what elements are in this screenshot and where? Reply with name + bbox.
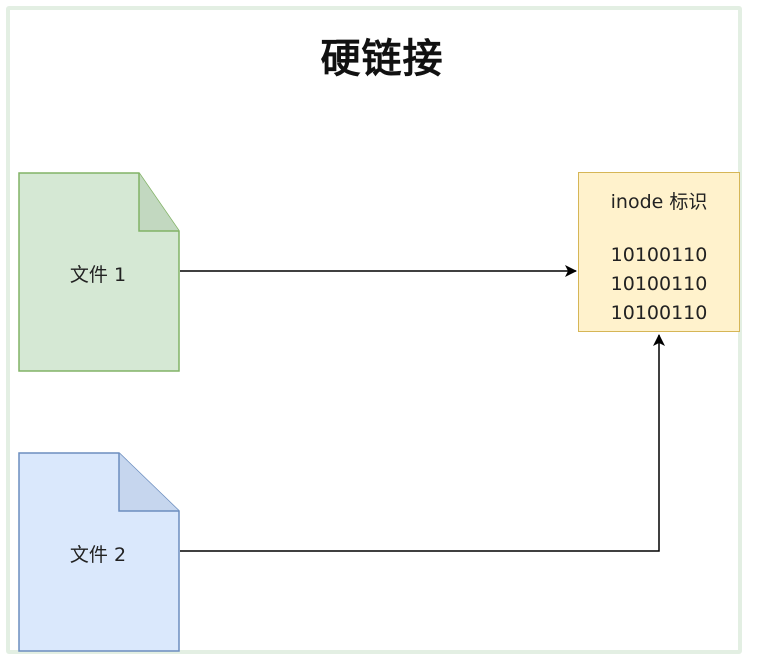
inode-line-3: 10100110 <box>610 302 708 324</box>
inode-line-1: 10100110 <box>610 244 708 266</box>
diagram-title: 硬链接 <box>320 36 444 82</box>
file-1-label: 文件 1 <box>69 264 127 286</box>
inode-line-2: 10100110 <box>610 273 708 295</box>
inode-box: inode 标识 10100110 10100110 10100110 <box>578 172 740 332</box>
file-1-shape <box>18 172 180 372</box>
file-2-shape <box>18 452 180 652</box>
inode-title: inode 标识 <box>610 191 708 213</box>
inode-lines: 10100110 10100110 10100110 <box>579 241 739 328</box>
file-2-label: 文件 2 <box>69 544 127 566</box>
file-1-node: 文件 1 <box>18 172 180 372</box>
arrow-file-2-to-inode <box>180 334 665 552</box>
file-2-node: 文件 2 <box>18 452 180 652</box>
